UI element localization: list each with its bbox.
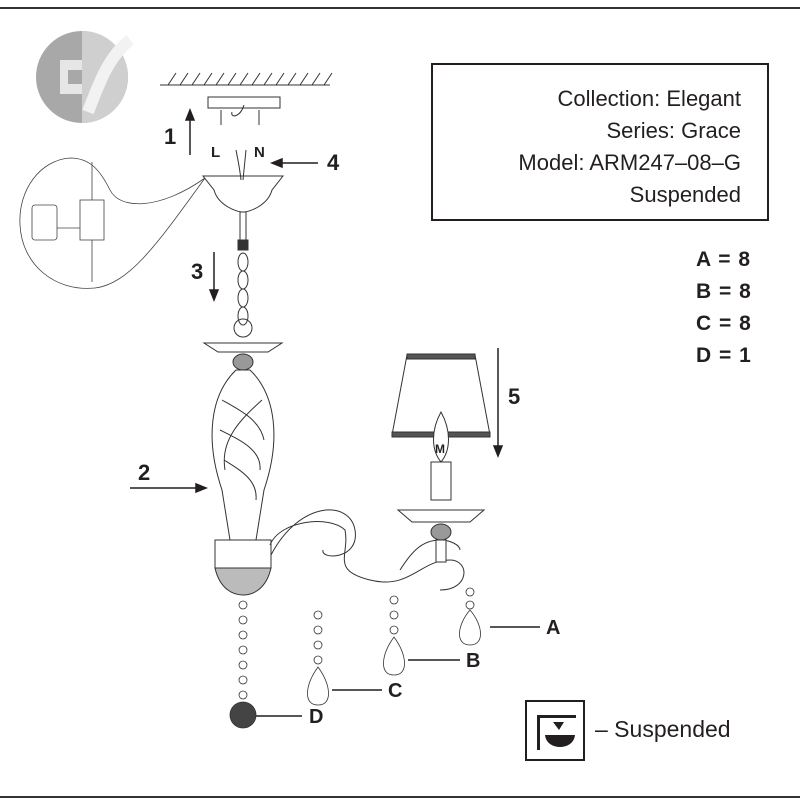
suspended-icon — [537, 715, 576, 750]
product-info-box: Collection: Elegant Series: Grace Model:… — [431, 63, 769, 221]
crystal-c — [307, 666, 329, 706]
suspended-legend-text: – Suspended — [595, 716, 731, 742]
neutral-wire-label: N — [254, 144, 265, 161]
type-label: Suspended — [629, 182, 741, 207]
step-5: 5 — [508, 384, 521, 409]
collection-label: Collection: Elegant — [557, 86, 741, 111]
part-c-label: C — [388, 680, 403, 702]
bottom-border — [0, 796, 800, 798]
direction-arrows — [130, 107, 540, 717]
crystal-pendants — [229, 587, 481, 729]
part-a-label: A — [546, 617, 561, 639]
step-2: 2 — [138, 460, 151, 485]
step-3: 3 — [191, 259, 204, 284]
series-label: Series: Grace — [606, 118, 742, 143]
logo-icon — [36, 31, 134, 123]
count-d: D = 1 — [696, 344, 752, 367]
chandelier-body — [201, 149, 491, 596]
step-4: 4 — [327, 150, 340, 175]
live-wire-label: L — [211, 144, 221, 161]
count-c: C = 8 — [696, 312, 752, 335]
crystal-a — [459, 609, 481, 646]
top-border — [0, 7, 800, 9]
count-b: B = 8 — [696, 280, 752, 303]
bulb-marker: M — [435, 442, 445, 456]
count-a: A = 8 — [696, 248, 751, 271]
ceiling-icon — [160, 72, 333, 125]
crystal-b — [383, 636, 405, 676]
part-b-label: B — [466, 650, 481, 672]
wiring-detail-icon — [19, 157, 206, 289]
suspended-legend-box — [525, 700, 585, 761]
part-d-label: D — [309, 706, 324, 728]
model-label: Model: ARM247–08–G — [518, 150, 741, 175]
step-1: 1 — [164, 124, 177, 149]
crystal-ball-d — [229, 701, 257, 729]
